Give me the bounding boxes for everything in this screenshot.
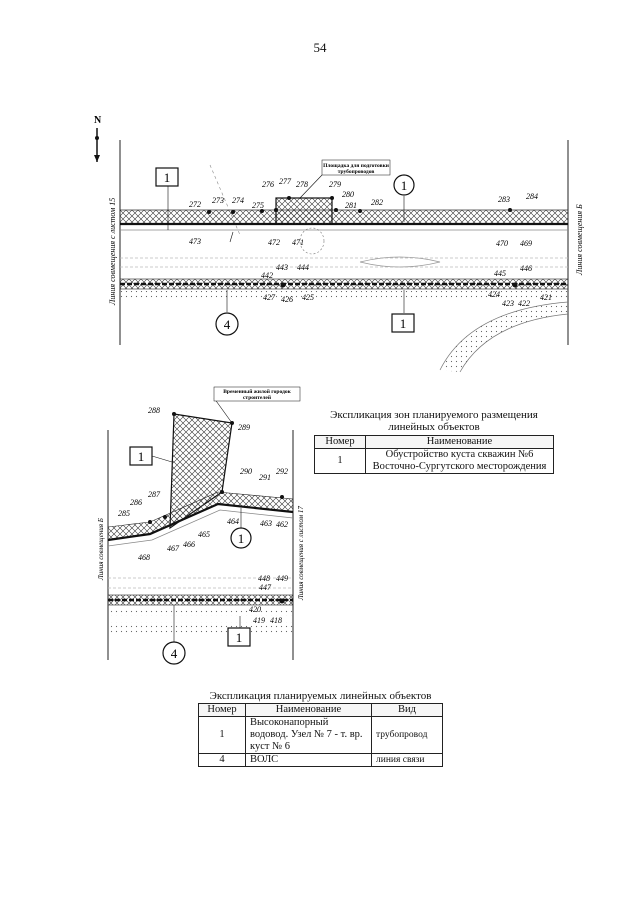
svg-text:468: 468 — [138, 553, 150, 562]
bottom-object-marker-1 — [230, 527, 252, 549]
svg-text:1: 1 — [164, 170, 171, 185]
page-number: 54 — [313, 40, 327, 55]
north-arrow-icon: N — [94, 115, 102, 162]
svg-text:1: 1 — [238, 531, 245, 546]
svg-text:465: 465 — [198, 530, 210, 539]
bottom-left-boundary-label: Линия совмещения Б — [97, 518, 105, 581]
svg-text:290: 290 — [240, 467, 252, 476]
svg-text:442: 442 — [261, 271, 273, 280]
svg-text:289: 289 — [238, 423, 250, 432]
table-row: 1 Обустройство куста скважин №6 Восточно… — [314, 448, 554, 474]
svg-text:422: 422 — [518, 299, 530, 308]
svg-text:466: 466 — [183, 540, 195, 549]
svg-text:1: 1 — [236, 630, 243, 645]
svg-text:282: 282 — [371, 198, 383, 207]
bottom-object-marker-4 — [162, 641, 186, 665]
svg-text:423: 423 — [502, 299, 514, 308]
svg-text:419: 419 — [253, 616, 265, 625]
svg-text:427: 427 — [263, 293, 276, 302]
svg-text:283: 283 — [498, 195, 510, 204]
linear-table-caption: Экспликация планируемых линейных объекто… — [209, 690, 432, 702]
svg-text:418: 418 — [270, 616, 282, 625]
top-zone-marker-1b — [391, 313, 415, 333]
svg-text:443: 443 — [276, 263, 288, 272]
svg-text:272: 272 — [189, 200, 201, 209]
table-row: 1 Высоконапорный водовод. Узел № 7 - т. … — [198, 716, 443, 754]
svg-text:420: 420 — [249, 605, 261, 614]
svg-text:275: 275 — [252, 201, 264, 210]
svg-text:467: 467 — [167, 544, 180, 553]
svg-text:425: 425 — [302, 293, 314, 302]
svg-text:469: 469 — [520, 239, 532, 248]
zones-header-number: Номер — [314, 435, 366, 449]
svg-text:473: 473 — [189, 237, 201, 246]
top-zone-marker-1a — [155, 167, 179, 187]
svg-text:1: 1 — [401, 178, 408, 193]
bottom-plan: Линия совмещения Б Линия совмещения с ли… — [97, 386, 305, 665]
top-object-marker-1 — [393, 174, 415, 196]
svg-text:446: 446 — [520, 264, 532, 273]
svg-text:448: 448 — [258, 574, 270, 583]
svg-text:4: 4 — [224, 317, 231, 332]
linear-explication: Экспликация планируемых линейных объекто… — [198, 690, 443, 767]
svg-text:278: 278 — [296, 180, 308, 189]
svg-text:444: 444 — [297, 263, 309, 272]
linear-header-number: Номер — [198, 703, 246, 717]
bottom-right-boundary-label: Линия совмещения с листом 17 — [297, 506, 305, 601]
svg-text:286: 286 — [130, 498, 142, 507]
svg-text:284: 284 — [526, 192, 538, 201]
svg-text:471: 471 — [292, 238, 304, 247]
svg-text:277: 277 — [279, 177, 292, 186]
top-object-marker-4 — [215, 312, 239, 336]
table-row: 4 ВОЛС линия связи — [198, 753, 443, 767]
svg-text:464: 464 — [227, 517, 239, 526]
bottom-zone-marker-1b — [227, 627, 251, 647]
svg-text:279: 279 — [329, 180, 341, 189]
svg-text:462: 462 — [276, 520, 288, 529]
svg-text:273: 273 — [212, 196, 224, 205]
svg-text:426: 426 — [281, 295, 293, 304]
svg-text:449: 449 — [276, 574, 288, 583]
svg-text:1: 1 — [400, 316, 407, 331]
svg-text:447: 447 — [259, 583, 272, 592]
zones-explication: Экспликация зон планируемого размещения … — [314, 409, 554, 474]
svg-text:470: 470 — [496, 239, 508, 248]
svg-text:421: 421 — [540, 293, 552, 302]
linear-table: Номер Наименование Вид 1 Высоконапорный … — [198, 703, 443, 767]
svg-text:274: 274 — [232, 196, 244, 205]
svg-text:463: 463 — [260, 519, 272, 528]
svg-text:276: 276 — [262, 180, 274, 189]
svg-text:472: 472 — [268, 238, 280, 247]
svg-text:424: 424 — [488, 290, 500, 299]
top-plan: Линия совмещения с листом 15 Линия совме… — [108, 140, 584, 373]
svg-text:445: 445 — [494, 269, 506, 278]
svg-text:288: 288 — [148, 406, 160, 415]
zones-table: Номер Наименование 1 Обустройство куста … — [314, 435, 554, 474]
zones-header-name: Наименование — [365, 435, 554, 449]
svg-text:1: 1 — [138, 449, 145, 464]
top-left-boundary-label: Линия совмещения с листом 15 — [108, 198, 117, 306]
svg-text:281: 281 — [345, 201, 357, 210]
svg-text:292: 292 — [276, 467, 288, 476]
svg-text:287: 287 — [148, 490, 161, 499]
zones-table-caption: Экспликация зон планируемого размещения … — [330, 409, 538, 433]
svg-text:4: 4 — [171, 646, 178, 661]
top-right-boundary-label: Линия совмещения Б — [575, 204, 584, 276]
svg-text:N: N — [94, 115, 102, 126]
linear-header-type: Вид — [371, 703, 443, 717]
bottom-zone-marker-1a — [129, 446, 153, 466]
svg-text:280: 280 — [342, 190, 354, 199]
linear-header-name: Наименование — [245, 703, 372, 717]
svg-text:291: 291 — [259, 473, 271, 482]
svg-text:285: 285 — [118, 509, 130, 518]
